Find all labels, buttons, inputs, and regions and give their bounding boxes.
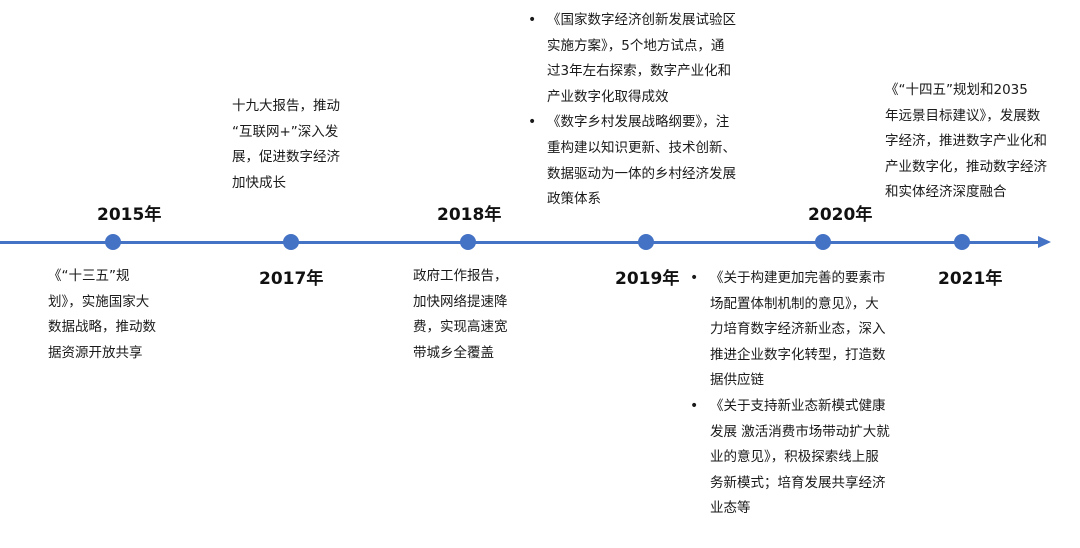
timeline-node-2019 bbox=[638, 234, 654, 250]
timeline-node-2020 bbox=[815, 234, 831, 250]
event-text-2018: 政府工作报告， 加快网络提速降 费，实现高速宽 带城乡全覆盖 bbox=[413, 264, 538, 366]
event-text-2020: • 《关于构建更加完善的要素市 场配置体制机制的意见》，大 力培育数字经济新业态… bbox=[690, 266, 925, 522]
timeline-node-2015 bbox=[105, 234, 121, 250]
event-line: 十九大报告，推动 bbox=[232, 98, 340, 114]
event-line: 场配置体制机制的意见》，大 bbox=[710, 295, 879, 312]
event-line: 推进企业数字化转型，打造数 bbox=[710, 346, 886, 363]
event-text-2015: 《“十三五”规 划》，实施国家大 数据战略，推动数 据资源开放共享 bbox=[48, 264, 183, 366]
event-text-2021: 《“十四五”规划和2035 年远景目标建议》，发展数 字经济，推进数字产业化和 … bbox=[885, 78, 1075, 206]
event-line: 费，实现高速宽 bbox=[413, 319, 508, 336]
event-line: 发展 激活消费市场带动扩大就 bbox=[710, 423, 890, 440]
event-line: 政策体系 bbox=[547, 191, 601, 208]
event-line: 《“十三五”规 bbox=[48, 268, 130, 284]
event-line: “互联网+”深入发 bbox=[232, 123, 339, 140]
event-line: 过3年左右探索，数字产业化和 bbox=[547, 63, 732, 80]
bullet-item: • 《数字乡村发展战略纲要》，注 重构建以知识更新、技术创新、 数据驱动为一体的… bbox=[528, 110, 778, 212]
bullet-item: • 《关于构建更加完善的要素市 场配置体制机制的意见》，大 力培育数字经济新业态… bbox=[690, 266, 925, 394]
year-label-2018: 2018年 bbox=[437, 205, 502, 225]
event-line: 实施方案》，5个地方试点，通 bbox=[547, 37, 725, 54]
event-line: 《关于支持新业态新模式健康 bbox=[710, 397, 886, 414]
event-line: 加快网络提速降 bbox=[413, 293, 508, 310]
event-line: 字经济，推进数字产业化和 bbox=[885, 133, 1047, 150]
event-line: 《关于构建更加完善的要素市 bbox=[710, 270, 886, 286]
event-line: 数据战略，推动数 bbox=[48, 319, 156, 336]
bullet-item: • 《关于支持新业态新模式健康 发展 激活消费市场带动扩大就 业的意见》，积极探… bbox=[690, 394, 925, 522]
event-line: 产业数字化取得成效 bbox=[547, 88, 669, 105]
year-label-2020: 2020年 bbox=[808, 205, 873, 225]
event-line: 业态等 bbox=[710, 500, 751, 517]
event-line: 加快成长 bbox=[232, 174, 286, 191]
event-line: 力培育数字经济新业态，深入 bbox=[710, 321, 886, 338]
year-label-2021: 2021年 bbox=[938, 269, 1003, 289]
timeline-arrow-head bbox=[1038, 236, 1051, 248]
year-label-2017: 2017年 bbox=[259, 269, 324, 289]
event-line: 《国家数字经济创新发展试验区 bbox=[547, 12, 736, 28]
year-label-2019: 2019年 bbox=[615, 269, 680, 289]
timeline-node-2017 bbox=[283, 234, 299, 250]
event-text-2017: 十九大报告，推动 “互联网+”深入发 展，促进数字经济 加快成长 bbox=[232, 94, 372, 196]
bullet-dot: • bbox=[528, 12, 537, 28]
bullet-dot: • bbox=[690, 397, 699, 414]
event-line: 重构建以知识更新、技术创新、 bbox=[547, 139, 736, 156]
bullet-item: • 《国家数字经济创新发展试验区 实施方案》，5个地方试点，通 过3年左右探索，… bbox=[528, 8, 778, 110]
event-line: 据供应链 bbox=[710, 372, 764, 389]
event-line: 年远景目标建议》，发展数 bbox=[885, 107, 1041, 124]
bullet-dot: • bbox=[528, 114, 537, 131]
event-line: 务新模式；培育发展共享经济 bbox=[710, 474, 886, 491]
timeline-node-2021 bbox=[954, 234, 970, 250]
event-line: 数据驱动为一体的乡村经济发展 bbox=[547, 165, 736, 182]
event-line: 政府工作报告， bbox=[413, 268, 508, 284]
event-line: 和实体经济深度融合 bbox=[885, 184, 1007, 201]
event-line: 带城乡全覆盖 bbox=[413, 344, 494, 361]
event-line: 展，促进数字经济 bbox=[232, 149, 340, 166]
event-line: 据资源开放共享 bbox=[48, 344, 143, 361]
event-line: 《“十四五”规划和2035 bbox=[885, 82, 1028, 98]
event-line: 产业数字化，推动数字经济 bbox=[885, 158, 1047, 175]
timeline-node-2018 bbox=[460, 234, 476, 250]
event-line: 划》，实施国家大 bbox=[48, 293, 150, 310]
event-line: 《数字乡村发展战略纲要》，注 bbox=[547, 114, 730, 131]
timeline-axis bbox=[0, 241, 1040, 244]
event-text-2019: • 《国家数字经济创新发展试验区 实施方案》，5个地方试点，通 过3年左右探索，… bbox=[528, 8, 778, 213]
event-line: 业的意见》，积极探索线上服 bbox=[710, 449, 879, 466]
year-label-2015: 2015年 bbox=[97, 205, 162, 225]
bullet-dot: • bbox=[690, 270, 699, 286]
